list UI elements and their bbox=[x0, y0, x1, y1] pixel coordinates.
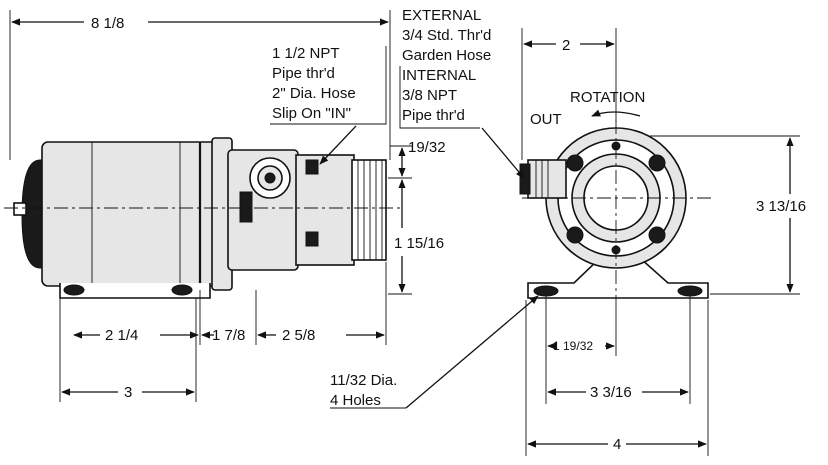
dim-end-height: 3 13/16 bbox=[756, 198, 806, 215]
outlet-note-line-3: Garden Hose bbox=[402, 47, 491, 64]
outlet-note-line-2: 3/4 Std. Thr'd bbox=[402, 27, 491, 44]
dim-inlet-width: 2 bbox=[562, 37, 570, 54]
rotation-callout: ROTATION OUT bbox=[530, 89, 645, 128]
out-label: OUT bbox=[530, 111, 562, 128]
inlet-note-line-1: 1 1/2 NPT bbox=[272, 45, 340, 62]
outlet-note-line-4: INTERNAL bbox=[402, 67, 476, 84]
dim-1-19-32: 1 19/32 bbox=[553, 339, 593, 353]
dim-base-length: 3 bbox=[124, 384, 132, 401]
dim-overall-length: 8 1/8 bbox=[91, 15, 124, 32]
outlet-note-line-5: 3/8 NPT bbox=[402, 87, 457, 104]
dim-1-7-8: 1 7/8 bbox=[212, 327, 245, 344]
rotation-arrow-icon bbox=[591, 109, 641, 117]
end-dimensions: 2 3 13/16 1 19/32 3 3/16 4 bbox=[521, 28, 806, 456]
outlet-nozzle bbox=[527, 159, 567, 199]
threaded-inlet bbox=[351, 159, 387, 261]
dim-base-width: 4 bbox=[613, 436, 621, 453]
dim-hole-spacing: 3 3/16 bbox=[590, 384, 632, 401]
outlet-note-line-1: EXTERNAL bbox=[402, 7, 481, 24]
outlet-note-line-6: Pipe thr'd bbox=[402, 107, 465, 124]
inlet-note-line-2: Pipe thr'd bbox=[272, 65, 335, 82]
motor-body bbox=[41, 141, 221, 287]
end-view bbox=[519, 120, 712, 300]
holes-note-line-1: 11/32 Dia. bbox=[330, 372, 397, 389]
inlet-note-line-3: 2" Dia. Hose bbox=[272, 85, 356, 102]
inlet-callout: 1 1/2 NPT Pipe thr'd 2" Dia. Hose Slip O… bbox=[270, 45, 387, 165]
side-dimensions: 8 1/8 2 1/4 1 7/8 2 5/8 3 19/32 1 15/16 bbox=[9, 10, 446, 402]
inlet-note-line-4: Slip On "IN" bbox=[272, 105, 351, 122]
holes-callout: 11/32 Dia. 4 Holes bbox=[330, 295, 539, 409]
dim-2-1-4: 2 1/4 bbox=[105, 327, 138, 344]
side-view bbox=[4, 137, 404, 299]
rotation-label: ROTATION bbox=[570, 89, 645, 106]
dim-2-5-8: 2 5/8 bbox=[282, 327, 315, 344]
holes-note-line-2: 4 Holes bbox=[330, 392, 381, 409]
dim-1-15-16: 1 15/16 bbox=[394, 235, 444, 252]
outlet-callout: EXTERNAL 3/4 Std. Thr'd Garden Hose INTE… bbox=[399, 7, 525, 179]
dim-19-32: 19/32 bbox=[408, 139, 446, 156]
